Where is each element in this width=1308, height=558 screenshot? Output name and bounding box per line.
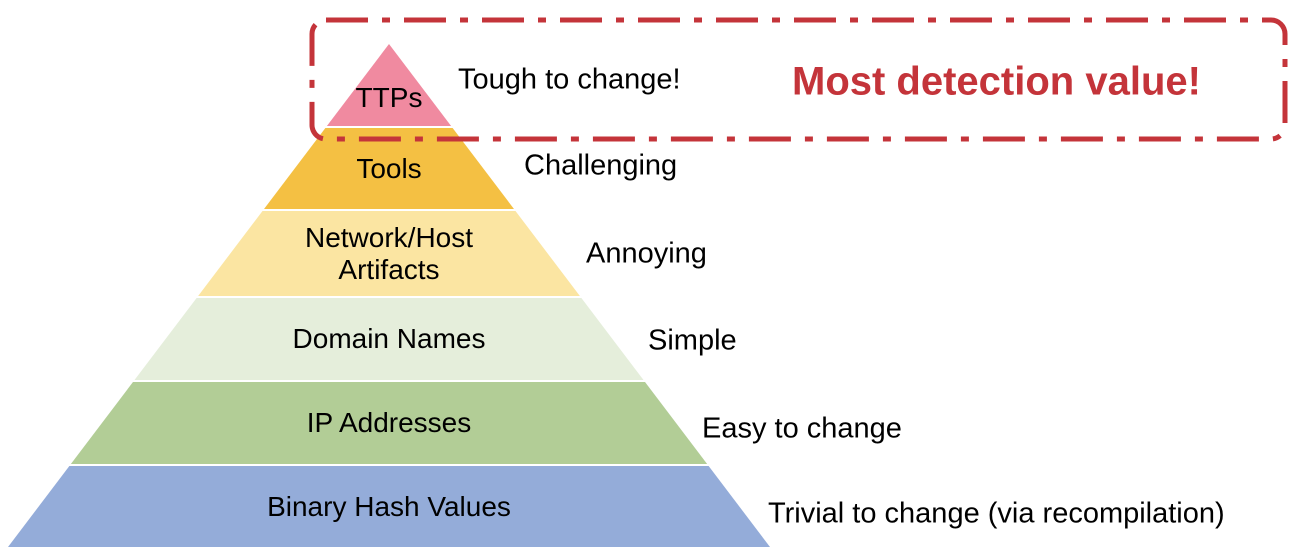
pyramid-layer-4 [70,382,708,464]
layer-label: Domain Names [292,323,486,354]
pyramid-layer-5 [8,466,770,547]
difficulty-label: Simple [648,324,737,357]
callout-text: Most detection value! [792,59,1201,104]
pyramid-layer-1 [264,128,514,209]
detection-value-callout-box [309,17,1288,142]
layer-label: Binary Hash Values [267,490,511,522]
pyramid-layer-2 [198,211,580,296]
pyramid-layer-0 [326,44,452,126]
difficulty-label: Trivial to change (via recompilation) [768,497,1225,530]
layer-label: Tools [356,152,422,184]
layer-label: TTPs [355,82,423,113]
difficulty-label: Challenging [524,149,678,182]
difficulty-label: Tough to change! [458,63,681,96]
difficulty-label: Annoying [586,237,707,270]
difficulty-label: Easy to change [702,412,902,445]
layer-label: IP Addresses [306,407,472,438]
pyramid-layer-3 [134,298,644,380]
